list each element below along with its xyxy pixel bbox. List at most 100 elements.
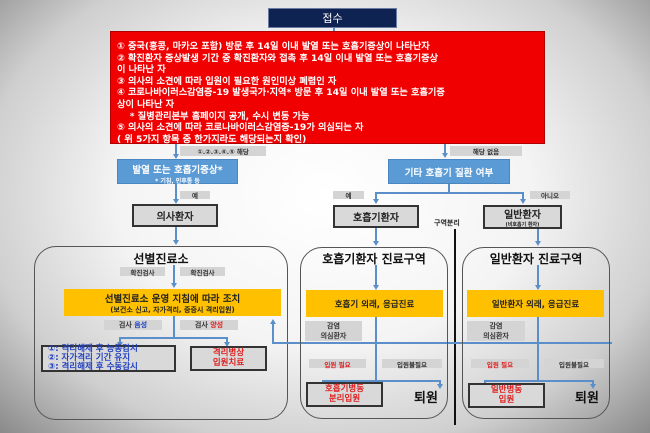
connector: [173, 316, 175, 339]
arrow-down-icon: [534, 241, 541, 246]
negative-outcome-3: ③: 격리해제 후 수동감시: [48, 362, 138, 372]
connector: [375, 228, 377, 242]
connector: [537, 265, 539, 287]
resp-admit-tag: 입원 필요: [309, 359, 366, 369]
connector: [175, 227, 177, 241]
confirm-test-tag-right: 확진검사: [180, 267, 225, 277]
suspect-patient-box: 의사환자: [132, 204, 218, 227]
connector: [448, 184, 450, 192]
arrow-down-icon: [372, 241, 379, 246]
resp-care-zone-title: 호흡기환자 진료구역: [322, 252, 426, 266]
resp-suspect-tag: 감염 의심환자: [305, 321, 362, 341]
zone-separation-label: 구역분리: [434, 219, 460, 227]
resp-discharge-label: 퇴원: [414, 391, 438, 406]
criteria-line-5: ⑤ 의사의 소견에 따라 코로나바이러스감염증-19가 의심되는 자: [117, 122, 364, 134]
other-resp-question-box: 기타 호흡기 질환 여부: [388, 159, 510, 184]
resp-ward-line-2: 분리입원: [328, 393, 361, 404]
yes-tag-right: 예: [333, 191, 364, 200]
arrow-down-icon: [170, 283, 177, 288]
general-patient-sub: (비호흡기 환자): [505, 222, 540, 228]
resp-ward-box: 호흡기병동 분리입원: [306, 382, 383, 407]
confirm-test-tag-left: 확진검사: [120, 267, 165, 277]
general-care-zone-title: 일반환자 진료구역: [489, 252, 583, 266]
arrow-down-icon: [172, 240, 179, 245]
yes-tag-left: 예: [180, 191, 210, 200]
general-ward-box: 일반병동 입원: [468, 383, 545, 408]
negative-outcome-box: ①: 격리해제 후 능동감시 ②: 자가격리 기간 유지 ③: 격리해제 후 수…: [41, 345, 176, 372]
general-care-zone: [462, 247, 610, 419]
connector: [175, 144, 177, 157]
general-discharge-label: 퇴원: [575, 391, 599, 406]
screening-clinic-zone: [34, 246, 288, 420]
connector: [444, 144, 446, 155]
screening-action-box: 선별진료소 운영 지침에 따라 조치 (보건소 신고, 자가격리, 중증시 격리…: [64, 289, 281, 316]
suspect-patient-label: 의사환자: [156, 212, 194, 223]
connector: [484, 380, 593, 382]
applies-tag: ①.②.③.④.⑤ 해당: [180, 146, 266, 156]
connector: [175, 184, 177, 202]
zone-separator-line: [454, 229, 456, 425]
no-tag: 아니오: [530, 191, 570, 200]
resp-care-zone: [300, 247, 448, 419]
negative-outcome-1: ①: 격리해제 후 능동감시: [48, 344, 138, 354]
arrow-down-icon: [441, 153, 448, 158]
resp-suspect-line-2: 의심환자: [320, 332, 347, 340]
negative-prefix: 검사: [118, 321, 135, 329]
general-ward-line-1: 일반병동: [490, 385, 523, 395]
resp-suspect-line-1: 감염: [327, 322, 340, 330]
resp-patient-box: 호흡기환자: [333, 205, 419, 228]
positive-outcome-2: 입원치료: [212, 357, 245, 368]
symptom-title: 발열 또는 호흡기증상*: [132, 165, 223, 176]
general-ward-line-2: 입원: [498, 394, 515, 405]
screening-action-title: 선별진료소 운영 지침에 따라 조치: [104, 293, 241, 305]
arrow-down-icon: [172, 199, 179, 204]
connector: [375, 265, 377, 287]
connector: [322, 380, 440, 382]
resp-ward-line-1: 호흡기병동: [324, 384, 365, 394]
connector: [226, 337, 228, 343]
connector: [375, 192, 523, 194]
suspect-return-line: [272, 342, 612, 344]
criteria-summary: ( 위 5가지 항목 중 한가지라도 해당되는지 확인): [117, 133, 307, 145]
connector: [119, 337, 121, 343]
connector: [375, 317, 377, 380]
reception-box: 접수: [268, 8, 397, 28]
connector: [375, 192, 377, 200]
connector: [439, 380, 441, 385]
resp-care-box: 호흡기 외래, 응급진료: [306, 290, 443, 317]
connector: [537, 229, 539, 242]
criteria-box: ① 중국(홍콩, 마카오 포함) 방문 후 14일 이내 발열 또는 호흡기증상…: [110, 31, 545, 145]
negative-value: 음성: [134, 321, 148, 329]
other-resp-question-label: 기타 호흡기 질환 여부: [404, 167, 494, 179]
general-patient-box: 일반환자 (비호흡기 환자): [483, 205, 562, 229]
arrow-down-icon: [519, 199, 526, 204]
positive-outcome-1: 격리병상: [212, 348, 245, 358]
symptom-box: 발열 또는 호흡기증상* * 기침, 인후통 등: [117, 159, 238, 185]
positive-outcome-box: 격리병상 입원치료: [190, 346, 267, 371]
arrow-down-icon: [172, 154, 179, 159]
general-no-admit-tag: 입원불필요: [544, 359, 604, 369]
general-care-label: 일반환자 외래, 응급진료: [491, 299, 580, 310]
positive-prefix: 검사: [194, 321, 211, 329]
resp-care-label: 호흡기 외래, 응급진료: [334, 299, 415, 310]
arrow-up-icon: [269, 319, 276, 324]
arrow-down-icon: [534, 285, 541, 290]
criteria-line-4b: 상이 나타난 자: [117, 98, 175, 110]
screening-action-sub: (보건소 신고, 자가격리, 중증시 격리입원): [110, 305, 235, 314]
general-admit-tag: 입원 필요: [471, 359, 529, 369]
arrow-down-icon: [589, 384, 596, 389]
criteria-line-2b: 이 나타난 자: [117, 64, 166, 76]
negative-result-tag: 검사 음성: [104, 320, 162, 330]
criteria-line-4: ④ 코로나바이러스감염증-19 발생국가·지역* 방문 후 14일 이내 발열 …: [117, 87, 445, 99]
general-patient-label: 일반환자: [504, 210, 541, 221]
connector: [592, 380, 594, 385]
arrow-down-icon: [372, 199, 379, 204]
general-suspect-tag: 감염 의심환자: [467, 321, 525, 341]
general-suspect-line-2: 의심환자: [483, 332, 509, 340]
suspect-return-line: [272, 323, 274, 343]
resp-no-admit-tag: 입원불필요: [382, 359, 442, 369]
general-suspect-line-1: 감염: [489, 322, 503, 330]
connector: [522, 192, 524, 200]
positive-result-tag: 검사 양성: [180, 320, 238, 330]
arrow-down-icon: [372, 285, 379, 290]
